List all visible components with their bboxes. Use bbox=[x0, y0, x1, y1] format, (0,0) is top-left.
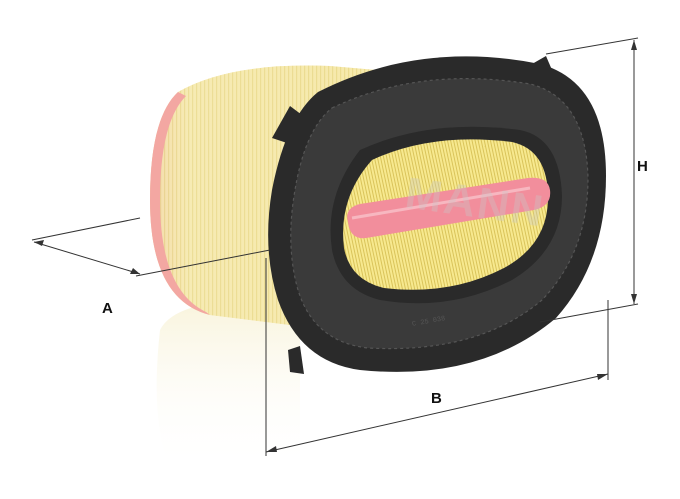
dim-a-ext-bottom bbox=[135, 249, 271, 277]
inner-media bbox=[330, 126, 562, 304]
dim-h-ext-bottom bbox=[539, 303, 639, 323]
end-cap-pink bbox=[150, 92, 210, 315]
dimension-lines bbox=[31, 37, 639, 456]
dim-a-ext-top bbox=[31, 217, 141, 241]
dimension-arrows bbox=[34, 40, 637, 452]
dim-h-ext-top bbox=[545, 37, 639, 55]
mounting-tab bbox=[288, 346, 304, 374]
dim-a-line bbox=[33, 241, 141, 275]
mounting-tab bbox=[532, 56, 552, 70]
mounting-tab bbox=[272, 106, 306, 146]
dim-b-line bbox=[265, 373, 609, 453]
dimension-label-a: A bbox=[102, 300, 113, 317]
reflection bbox=[156, 300, 300, 470]
dimension-label-h: H bbox=[637, 158, 648, 175]
dimension-label-b: B bbox=[431, 390, 442, 407]
